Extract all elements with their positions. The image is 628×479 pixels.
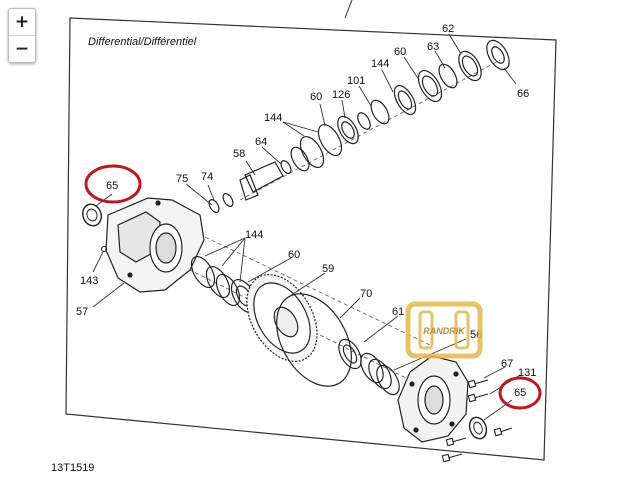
callout-101: 101 (347, 75, 365, 87)
front-housing (105, 197, 205, 293)
callout-65-left: 65 (106, 180, 118, 192)
callout-63: 63 (427, 41, 439, 53)
bolts (441, 379, 513, 463)
callout-60-c: 60 (288, 249, 300, 261)
callout-70: 70 (360, 288, 372, 300)
zoom-out-button[interactable]: − (9, 35, 35, 62)
callout-126: 126 (332, 89, 350, 101)
callout-61: 61 (392, 306, 404, 318)
callout-65-right: 65 (514, 387, 526, 399)
callout-144-c: 144 (245, 229, 263, 241)
watermark-text: RANDRIK (423, 326, 466, 336)
watermark: RANDRIK (405, 301, 483, 359)
callout-144: 144 (371, 58, 389, 70)
callout-143: 143 (80, 275, 98, 287)
rear-housing (397, 355, 469, 443)
callout-67: 67 (501, 358, 513, 370)
ring-gear-59 (246, 274, 318, 362)
callout-62: 62 (442, 23, 454, 35)
callout-131: 131 (518, 367, 536, 379)
zoom-in-button[interactable]: + (14, 12, 30, 32)
zoom-control: + − (8, 8, 36, 63)
fastener-143 (100, 245, 108, 253)
frame-tick (344, 0, 353, 19)
callout-64: 64 (255, 136, 267, 148)
diagram-code: 13T1519 (51, 462, 95, 474)
diagram-title: Differential/Différentiel (88, 36, 197, 48)
callout-75: 75 (176, 173, 188, 185)
callout-60-b: 60 (310, 91, 322, 103)
highlight-circle-left (84, 164, 142, 204)
assembly-axes (169, 59, 501, 401)
right-rings (338, 338, 400, 396)
seal-65-right-inner (473, 421, 483, 435)
callout-144-b: 144 (264, 112, 282, 124)
callout-59: 59 (322, 263, 334, 275)
o-ring-70 (276, 293, 352, 387)
seal-65-left (82, 203, 102, 227)
callout-57: 57 (76, 306, 88, 318)
callout-60: 60 (394, 46, 406, 58)
diagram-frame (65, 17, 557, 461)
pinion-shaft-group (208, 39, 510, 213)
highlight-circle-right (498, 376, 542, 410)
seal-65-left-inner (86, 208, 98, 222)
middle-rings (190, 256, 258, 313)
seal-65-right (468, 416, 488, 440)
callout-66: 66 (517, 88, 529, 100)
callout-58: 58 (233, 148, 245, 160)
callout-74: 74 (201, 171, 213, 183)
